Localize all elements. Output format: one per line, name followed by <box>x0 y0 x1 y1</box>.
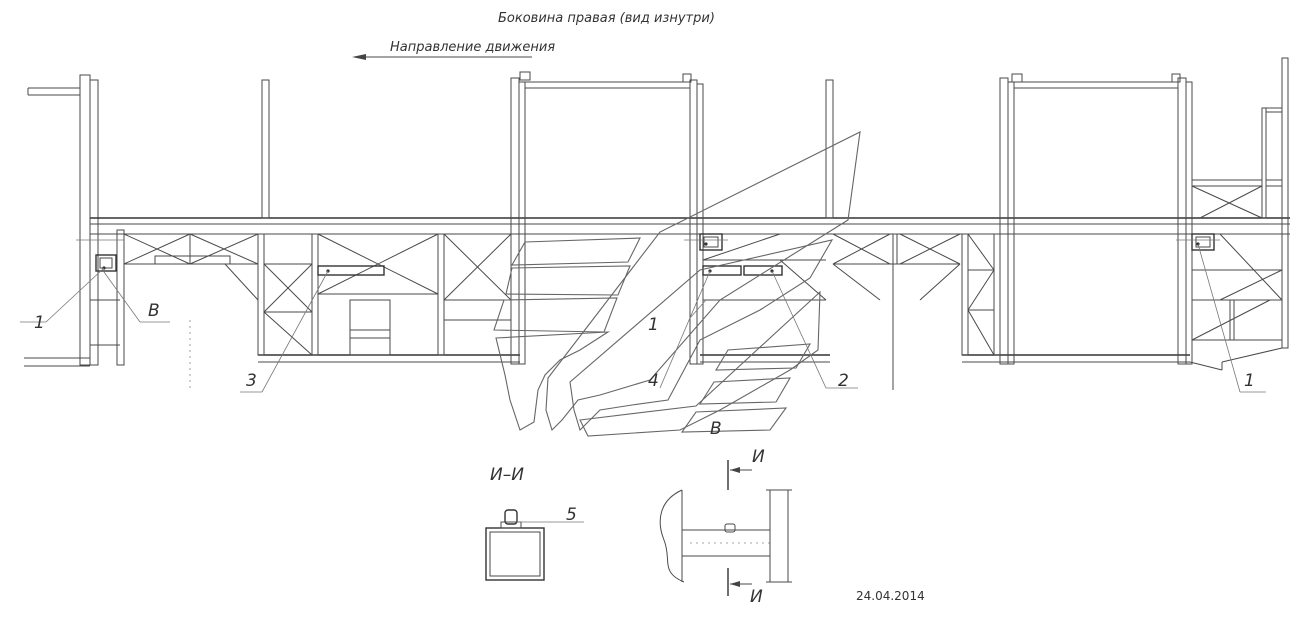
cut-marker-top: И <box>752 447 765 467</box>
callout-b-left: В <box>148 301 160 321</box>
part-number-5: 5 <box>566 505 577 525</box>
callout-3: 3 <box>246 371 257 391</box>
direction-label: Направление движения <box>390 40 555 55</box>
cut-marker-bottom: И <box>750 587 763 607</box>
callout-leaders <box>20 243 1266 393</box>
watermark-logo <box>493 131 861 437</box>
callout-b-mid: В <box>710 419 722 439</box>
drawing-title: Боковина правая (вид изнутри) <box>498 11 715 26</box>
callout-4: 4 <box>648 371 659 391</box>
callout-1-left: 1 <box>34 313 45 333</box>
callout-1-mid: 1 <box>648 315 659 335</box>
section-profile <box>485 509 584 581</box>
drawing-date: 24.04.2014 <box>856 589 925 603</box>
callout-2: 2 <box>838 371 849 391</box>
direction-arrow <box>352 54 532 60</box>
cut-detail <box>659 460 792 596</box>
section-title: И–И <box>490 465 524 485</box>
callout-1-right: 1 <box>1244 371 1255 391</box>
side-frame <box>24 57 1290 390</box>
